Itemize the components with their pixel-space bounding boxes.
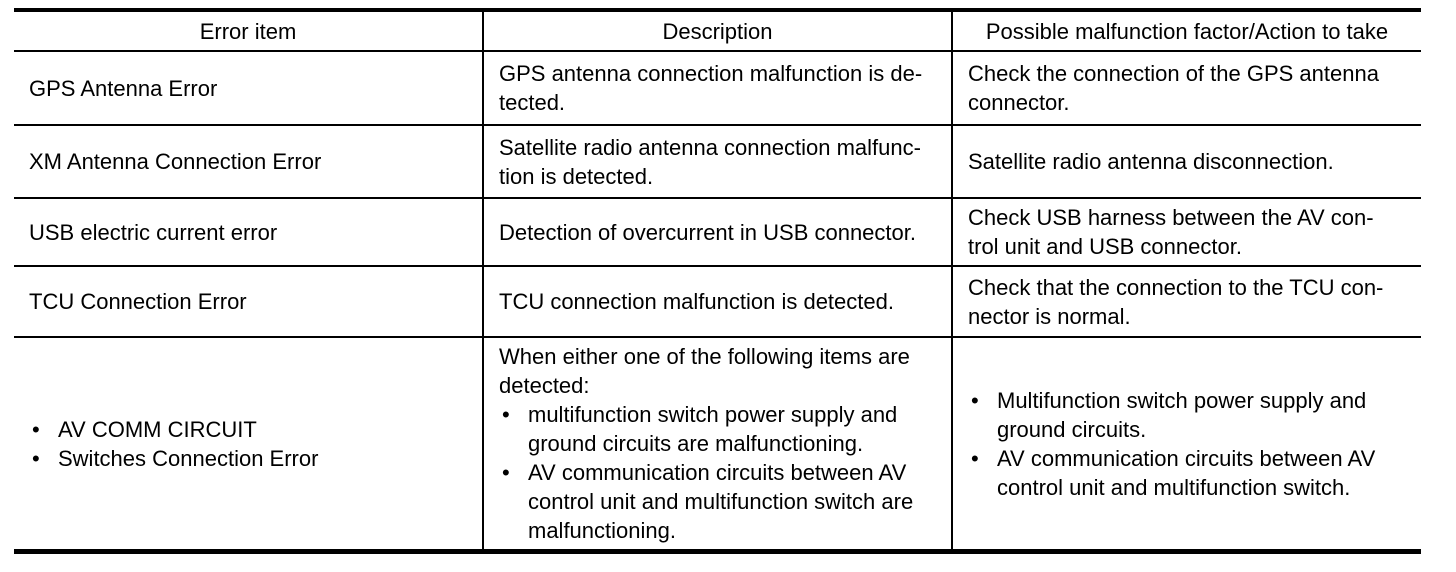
cell-error-item: GPS Antenna Error (14, 51, 484, 126)
description-intro: When either one of the following items a… (499, 344, 910, 398)
table-row-av-comm-circuit: • AV COMM CIRCUIT • Switches Connection … (14, 337, 1421, 552)
list-item: • AV COMM CIRCUIT (29, 415, 476, 444)
table-row-gps-antenna-error: GPS Antenna Error GPS antenna connection… (14, 51, 1421, 126)
bullet-icon: • (32, 445, 40, 471)
error-code-table: Error item Description Possible malfunct… (14, 8, 1421, 554)
column-header-error-item: Error item (14, 10, 484, 52)
table-row-usb-current-error: USB electric current error Detection of … (14, 198, 1421, 267)
cell-description: Satellite radio antenna connection malfu… (482, 125, 953, 199)
cell-description: TCU connection malfunction is detected. (482, 266, 953, 338)
cell-action: Satellite radio antenna disconnection. (951, 125, 1421, 199)
bullet-icon: • (502, 402, 510, 427)
list-item: • AV communication circuits between AV c… (499, 458, 945, 545)
cell-error-item: USB electric current error (14, 198, 484, 267)
list-item-label: AV COMM CIRCUIT (58, 416, 257, 442)
cell-error-item: • AV COMM CIRCUIT • Switches Connection … (14, 337, 484, 552)
cell-action: Check the connection of the GPS antenna … (951, 51, 1421, 126)
list-item: • Multifunction switch power supply and … (968, 386, 1415, 444)
list-item-label: AV communication circuits between AV con… (528, 460, 914, 543)
cell-description: GPS antenna connection malfunction is de… (482, 51, 953, 126)
cell-description: Detection of overcurrent in USB connecto… (482, 198, 953, 267)
list-item: • Switches Connection Error (29, 444, 476, 473)
list-item-label: AV communication circuits between AV con… (997, 445, 1376, 500)
cell-action: • Multifunction switch power supply and … (951, 337, 1421, 552)
bullet-icon: • (971, 387, 979, 413)
bullet-icon: • (32, 416, 40, 442)
cell-action: Check USB harness between the AV con- tr… (951, 198, 1421, 267)
table-header-row: Error item Description Possible malfunct… (14, 10, 1421, 52)
cell-error-item: XM Antenna Connection Error (14, 125, 484, 199)
list-item-label: Switches Connection Error (58, 445, 319, 471)
document-page: Error item Description Possible malfunct… (14, 8, 1421, 554)
cell-action: Check that the connection to the TCU con… (951, 266, 1421, 338)
table-row-xm-antenna-error: XM Antenna Connection Error Satellite ra… (14, 125, 1421, 199)
bullet-icon: • (502, 460, 510, 485)
cell-error-item: TCU Connection Error (14, 266, 484, 338)
column-header-action: Possible malfunction factor/Action to ta… (951, 10, 1421, 52)
list-item-label: multifunction switch power supply and gr… (528, 402, 898, 456)
list-item: • AV communication circuits between AV c… (968, 444, 1415, 502)
list-item-label: Multifunction switch power supply and gr… (997, 387, 1367, 442)
table-row-tcu-connection-error: TCU Connection Error TCU connection malf… (14, 266, 1421, 338)
list-item: • multifunction switch power supply and … (499, 400, 945, 458)
cell-description: When either one of the following items a… (482, 337, 953, 552)
column-header-description: Description (482, 10, 953, 52)
bullet-icon: • (971, 445, 979, 471)
